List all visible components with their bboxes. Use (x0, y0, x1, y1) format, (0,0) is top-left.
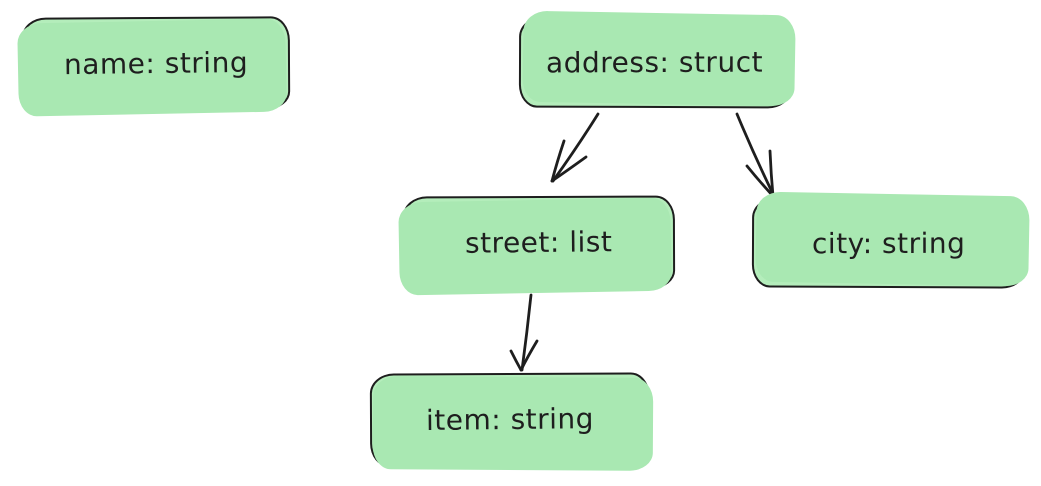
node-label: name: string (63, 45, 249, 82)
node-label: street: list (465, 225, 613, 260)
node-label: address: struct (546, 45, 764, 80)
node-city-string[interactable]: city: string (751, 197, 1026, 289)
node-address-struct[interactable]: address: struct (518, 16, 792, 109)
node-label: item: string (425, 402, 595, 437)
node-street-list[interactable]: street: list (402, 195, 676, 290)
node-label: city: string (811, 226, 966, 260)
arrow-street-item[interactable] (509, 293, 539, 372)
node-name-string[interactable]: name: string (21, 16, 291, 111)
node-item-string[interactable]: item: string (369, 372, 651, 467)
arrow-address-city[interactable] (735, 112, 776, 198)
arrow-address-street[interactable] (550, 112, 600, 183)
